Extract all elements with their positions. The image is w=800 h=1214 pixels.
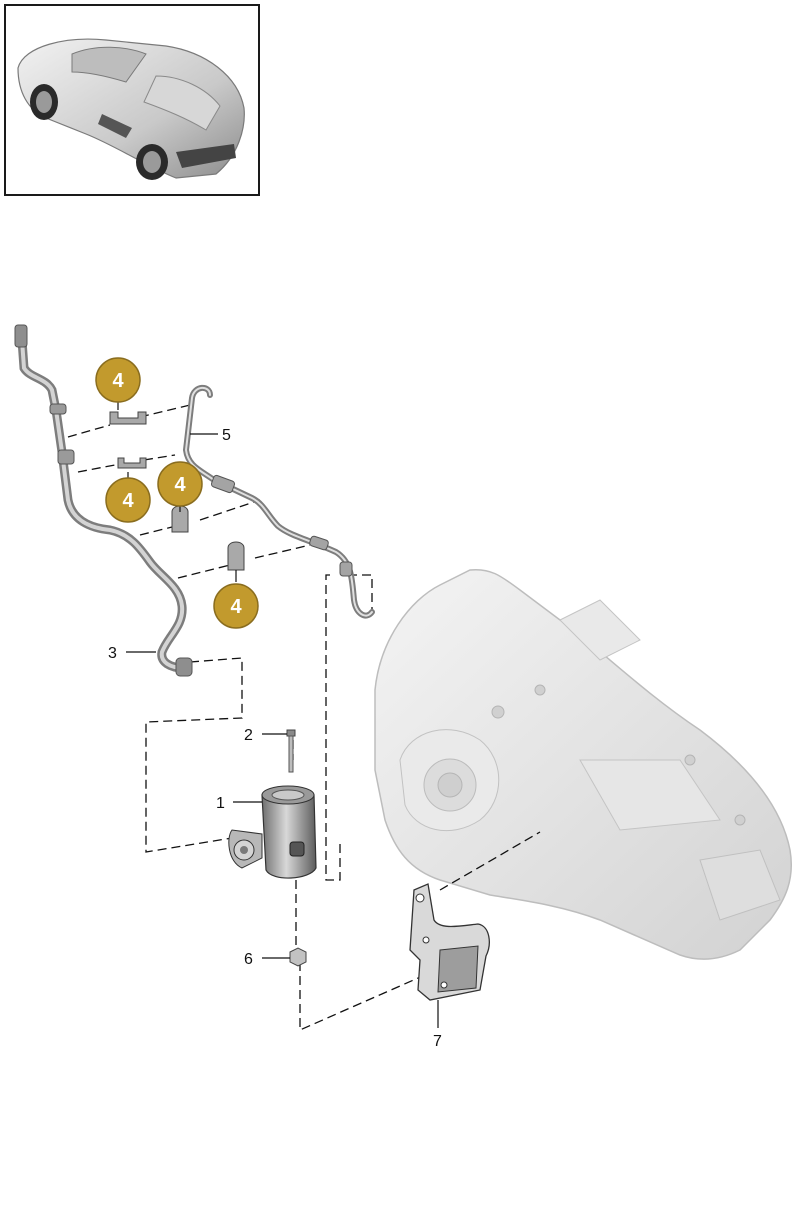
vehicle-thumbnail[interactable] [4,4,260,196]
bolt-part-2[interactable] [286,729,296,773]
badge-part-4-b[interactable]: 4 [105,477,151,523]
vacuum-pump-part-1[interactable] [228,785,317,879]
badge-part-4-c[interactable]: 4 [157,461,203,507]
clip-part-4[interactable] [109,411,245,571]
callout-2: 2 [244,727,253,744]
callout-6: 6 [244,951,253,968]
hose-part-3[interactable] [14,324,193,677]
badge-part-4-a[interactable]: 4 [95,357,141,403]
transmission-housing[interactable] [374,568,792,960]
line-part-5[interactable] [182,384,375,619]
bracket-part-7[interactable] [409,883,490,1001]
svg-text:4: 4 [122,490,134,512]
badge-part-4-d[interactable]: 4 [213,583,259,629]
callout-1: 1 [216,795,225,812]
sports-convertible-car-icon [17,38,245,180]
callout-7: 7 [433,1033,442,1050]
nut-part-6[interactable] [289,947,307,967]
assembly-guide-lines [67,404,541,1031]
svg-text:4: 4 [230,596,242,618]
callout-5: 5 [222,427,231,444]
svg-text:4: 4 [174,474,186,496]
callout-3: 3 [108,645,117,662]
svg-text:4: 4 [112,370,124,392]
callout-leaders [117,402,439,1028]
